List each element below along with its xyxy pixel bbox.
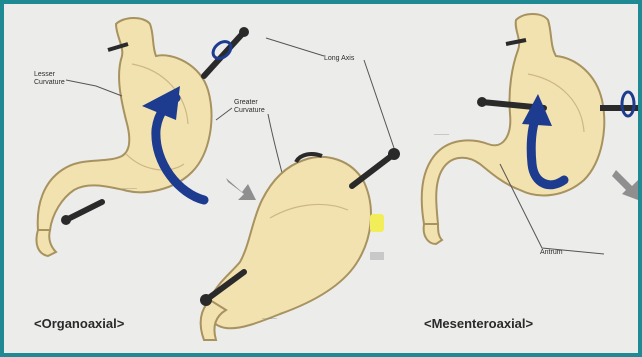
rotation-indicator-icon	[210, 38, 234, 62]
rotation-indicator-icon	[622, 92, 634, 116]
stomach-organoaxial-rotated	[201, 154, 371, 340]
stomach-mesenteroaxial	[422, 14, 605, 244]
gray-arrow-icon	[612, 170, 638, 200]
antrum-label: Antrum	[540, 249, 563, 256]
long-axis-label: Long Axis	[324, 55, 355, 62]
gray-arrow-icon	[226, 178, 256, 200]
small-tag	[370, 252, 384, 260]
organoaxial-caption: <Organoaxial>	[34, 316, 125, 331]
diagram-frame: ——— ——— ——— Lesser Curvature Long Axis G…	[4, 4, 638, 353]
lesser-curvature-label-2: Curvature	[34, 79, 65, 86]
greater-curvature-label-2: Curvature	[234, 107, 265, 114]
svg-text:———: ———	[262, 316, 277, 322]
greater-curvature-label-1: Greater	[234, 99, 258, 106]
highlight-marker	[370, 214, 384, 232]
lesser-curvature-label-1: Lesser	[34, 71, 56, 78]
mesenteroaxial-caption: <Mesenteroaxial>	[424, 316, 534, 331]
gastric-volvulus-diagram: ——— ——— ——— Lesser Curvature Long Axis G…	[4, 4, 638, 353]
svg-text:———: ———	[122, 186, 137, 192]
svg-text:———: ———	[434, 132, 449, 138]
